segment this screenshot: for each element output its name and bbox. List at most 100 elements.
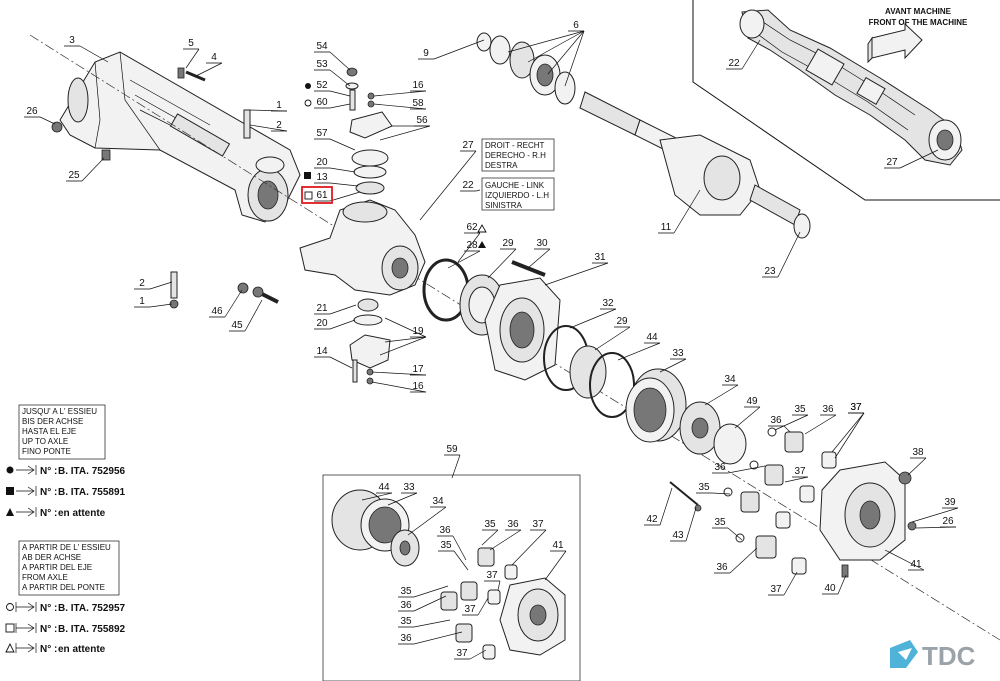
callout-leader	[379, 125, 431, 141]
callout-c33b[interactable]: 33	[387, 482, 418, 506]
callout-label: 36	[770, 415, 782, 426]
callout-leader	[497, 580, 501, 591]
callout-c2a[interactable]: 2	[249, 120, 288, 132]
callout-c49[interactable]: 49	[734, 396, 761, 429]
callout-c35c[interactable]: 35	[712, 517, 743, 541]
callout-c41b[interactable]: 41	[544, 540, 567, 581]
drive-shaft	[476, 32, 811, 239]
callout-c5[interactable]: 5	[183, 38, 200, 69]
callout-c36f[interactable]: 36	[489, 519, 522, 551]
callout-c35e[interactable]: 35	[481, 519, 499, 546]
callout-c53[interactable]: 53	[314, 59, 351, 87]
callout-c34a[interactable]: 34	[704, 374, 739, 406]
callout-c35g[interactable]: 35	[398, 616, 451, 628]
callout-c20a[interactable]: 20	[314, 157, 356, 173]
callout-c44a[interactable]: 44	[617, 332, 661, 361]
callout-c36d[interactable]: 36	[714, 547, 758, 574]
callout-c37c[interactable]: 37	[784, 466, 809, 483]
callout-label: 16	[412, 381, 424, 392]
callout-c20b[interactable]: 20	[314, 318, 356, 330]
callout-c22a[interactable]: 22	[460, 180, 481, 192]
callout-c26b[interactable]: 26	[915, 516, 957, 529]
callout-leader	[704, 384, 739, 406]
callout-c16b[interactable]: 16	[371, 381, 427, 393]
callout-c44b[interactable]: 44	[361, 482, 393, 501]
callout-c29a[interactable]: 29	[487, 238, 517, 279]
callout-c1a[interactable]: 1	[248, 100, 288, 112]
callout-c17[interactable]: 17	[371, 364, 427, 376]
callout-c41a[interactable]: 41	[884, 549, 925, 571]
callout-leader	[544, 262, 609, 286]
callout-c35f[interactable]: 35	[398, 585, 449, 598]
callout-c59[interactable]: 59	[444, 444, 461, 479]
callout-c22b[interactable]: 22	[726, 39, 761, 70]
callout-c27a[interactable]: 27	[419, 140, 477, 221]
callout-c37e[interactable]: 37	[511, 519, 547, 566]
callout-c21[interactable]: 21	[314, 303, 357, 315]
callout-c37b[interactable]: 37	[834, 402, 865, 459]
callout-c11[interactable]: 11	[658, 189, 701, 234]
callout-c62[interactable]: 62	[457, 222, 481, 263]
callout-c58[interactable]: 58	[373, 98, 427, 110]
callout-c36c[interactable]: 36	[712, 462, 766, 474]
callout-c38[interactable]: 38	[907, 447, 927, 476]
callout-c35d[interactable]: 35	[438, 540, 469, 571]
callout-c52[interactable]: 52	[314, 80, 351, 97]
callout-c35a[interactable]: 35	[774, 404, 809, 431]
callout-c56[interactable]: 56	[379, 115, 431, 141]
callout-label: 56	[416, 115, 428, 126]
highlight-61-box[interactable]	[301, 186, 333, 204]
callout-c36a[interactable]: 36	[768, 415, 791, 433]
marker-open-square	[304, 191, 313, 200]
callout-c37f[interactable]: 37	[484, 570, 501, 591]
callout-c16a[interactable]: 16	[373, 80, 427, 97]
callout-c36e[interactable]: 36	[437, 525, 467, 561]
callout-c9[interactable]: 9	[418, 39, 485, 60]
callout-c26a[interactable]: 26	[24, 106, 56, 125]
callout-c14[interactable]: 14	[314, 346, 353, 369]
callout-c54[interactable]: 54	[314, 41, 351, 71]
callout-c23[interactable]: 23	[762, 231, 801, 278]
legend-until-row-2-prefix: N° :	[40, 487, 57, 498]
callout-leader	[489, 529, 522, 551]
callout-c6[interactable]: 6	[507, 20, 585, 87]
callout-c30[interactable]: 30	[527, 238, 551, 269]
callout-c28[interactable]: 28	[447, 240, 481, 269]
callout-c46[interactable]: 46	[209, 289, 243, 318]
callout-c4[interactable]: 4	[195, 52, 223, 77]
callout-c27b[interactable]: 27	[884, 149, 939, 169]
callout-c37d[interactable]: 37	[768, 571, 798, 596]
hand-notes: DROIT - RECHT DERECHO - R.H DESTRA GAUCH…	[481, 138, 555, 211]
callout-c40[interactable]: 40	[822, 574, 847, 595]
callout-c35b[interactable]: 35	[696, 482, 731, 495]
callout-c33a[interactable]: 33	[659, 348, 687, 373]
callout-c57[interactable]: 57	[314, 128, 356, 151]
callout-c60[interactable]: 60	[314, 97, 351, 109]
callout-c39[interactable]: 39	[911, 497, 959, 523]
callout-c36g[interactable]: 36	[398, 595, 447, 612]
callout-c29b[interactable]: 29	[594, 316, 631, 351]
callout-c3[interactable]: 3	[64, 35, 109, 63]
callout-c36b[interactable]: 36	[804, 404, 837, 435]
callout-c19[interactable]: 19	[379, 317, 427, 356]
callout-c37h[interactable]: 37	[454, 648, 487, 660]
callout-leader	[329, 90, 351, 97]
callout-leader	[659, 358, 687, 373]
callout-c34b[interactable]: 34	[407, 496, 447, 536]
callout-leader	[329, 103, 351, 109]
callout-c36h[interactable]: 36	[398, 631, 463, 645]
callout-c25[interactable]: 25	[66, 157, 105, 182]
legend-from-line-5: A PARTIR DEL PONTE	[22, 583, 105, 592]
callout-c43[interactable]: 43	[670, 507, 697, 542]
callout-c31[interactable]: 31	[544, 252, 609, 286]
planet-gears-right	[723, 427, 837, 575]
callout-c32[interactable]: 32	[569, 298, 617, 329]
callout-c42[interactable]: 42	[644, 487, 673, 526]
callout-c13[interactable]: 13	[314, 172, 359, 187]
callout-c2b[interactable]: 2	[134, 278, 173, 290]
callout-c61[interactable]: 61	[314, 190, 361, 202]
callout-c1b[interactable]: 1	[134, 296, 173, 308]
callout-label: 36	[714, 462, 726, 473]
callout-c45[interactable]: 45	[229, 299, 263, 332]
callout-c37g[interactable]: 37	[462, 597, 489, 616]
